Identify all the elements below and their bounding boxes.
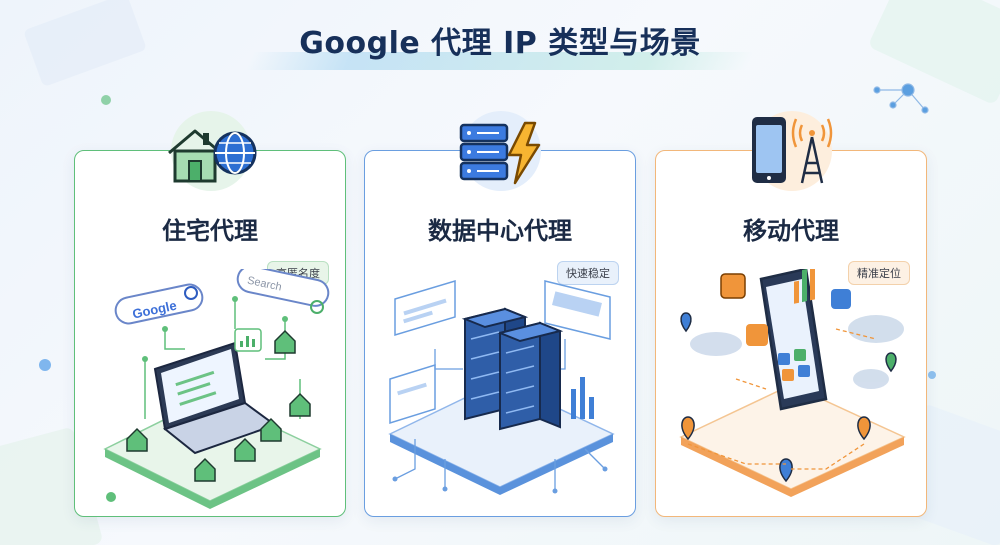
house-icon bbox=[168, 129, 222, 183]
mobile-icon-group bbox=[752, 111, 833, 191]
card-datacenter-proxy[interactable]: 数据中心代理 快速稳定 bbox=[364, 111, 636, 517]
feature-badge: 精准定位 bbox=[848, 261, 910, 285]
datacenter-icon-group bbox=[459, 111, 541, 191]
card-title: 数据中心代理 bbox=[428, 217, 572, 245]
smartphone-icon bbox=[752, 117, 786, 183]
house-icon bbox=[126, 329, 311, 482]
cell-tower-icon bbox=[791, 118, 833, 184]
location-pin-icon bbox=[680, 312, 897, 483]
residential-icon-group bbox=[168, 111, 257, 191]
card-mobile-proxy[interactable]: 移动代理 精准定位 bbox=[655, 111, 927, 517]
lightning-icon bbox=[507, 121, 541, 185]
card-residential-proxy[interactable]: 住宅代理 高匿名度 Google Search bbox=[74, 111, 346, 517]
server-icon bbox=[459, 123, 509, 181]
card-title: 住宅代理 bbox=[162, 217, 258, 245]
page-title: Google 代理 IP 类型与场景 bbox=[299, 26, 701, 61]
feature-badge: 快速稳定 bbox=[557, 261, 619, 285]
globe-icon bbox=[213, 131, 257, 175]
card-title: 移动代理 bbox=[743, 217, 839, 245]
datacenter-illustration bbox=[388, 279, 615, 495]
mobile-illustration bbox=[679, 269, 906, 497]
residential-illustration: Google Search bbox=[103, 269, 330, 509]
